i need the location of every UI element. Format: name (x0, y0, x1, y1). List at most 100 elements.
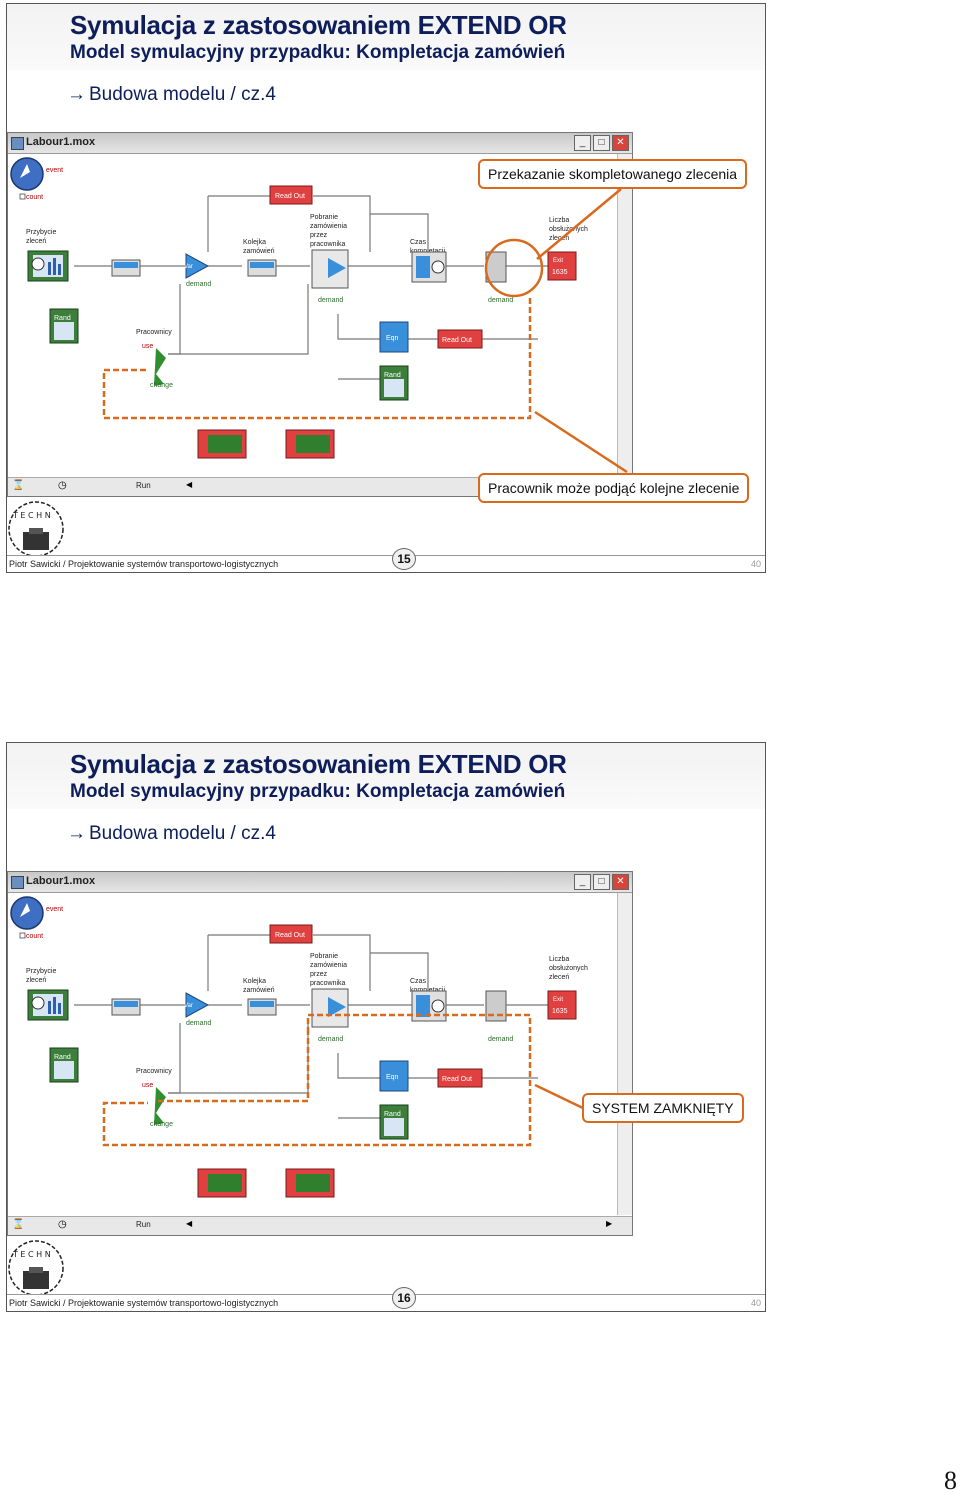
vertical-scrollbar[interactable] (617, 154, 632, 476)
svg-text:Read Out: Read Out (275, 193, 305, 200)
plotter-block-2[interactable] (285, 1168, 335, 1198)
slide-footer: Piotr Sawicki / Projektowanie systemów t… (7, 1294, 765, 1311)
svg-text:demand: demand (186, 1020, 211, 1027)
unbatch-block[interactable]: demand (485, 990, 513, 1043)
extend-window: Labour1.mox _ □ ✕ event count Przybycie … (7, 132, 633, 497)
rand-block-1[interactable]: Rand (49, 308, 79, 344)
slide-footer: Piotr Sawicki / Projektowanie systemów t… (7, 555, 765, 572)
bullet-item: →Budowa modelu / cz.4 (67, 84, 276, 106)
maximize-button[interactable]: □ (593, 135, 610, 151)
activity-block[interactable] (411, 251, 447, 283)
readout-block-1[interactable]: Read Out (269, 924, 313, 944)
callout-arrows (534, 188, 628, 474)
scroll-right-icon[interactable]: ▶ (606, 1219, 613, 1228)
window-title: Labour1.mox (26, 875, 96, 887)
close-button[interactable]: ✕ (612, 874, 629, 890)
window-statusbar: ⌛ ◷ Run ◀ ▶ (8, 1216, 632, 1235)
window-titlebar: Labour1.mox _ □ ✕ (8, 133, 632, 154)
svg-text:Eqn: Eqn (386, 335, 399, 342)
svg-text:zamówień: zamówień (243, 248, 275, 255)
plotter-block-1[interactable] (197, 429, 247, 459)
maximize-button[interactable]: □ (593, 874, 610, 890)
pobranie-label: Pobranie (310, 214, 338, 221)
technika-logo: T E C H N (8, 1240, 64, 1296)
minimize-button[interactable]: _ (574, 874, 591, 890)
var-block[interactable]: Var demand (184, 992, 211, 1027)
rand-block-1[interactable]: Rand (49, 1047, 79, 1083)
svg-text:zamówienia: zamówienia (310, 962, 347, 969)
generator-block[interactable] (27, 250, 69, 282)
svg-text:Rand: Rand (384, 372, 401, 379)
svg-text:Rand: Rand (54, 1054, 71, 1061)
footer-text: Piotr Sawicki / Projektowanie systemów t… (9, 1298, 279, 1308)
var-block[interactable]: Var demand (184, 253, 211, 288)
slide-number-badge: 16 (392, 1287, 416, 1309)
czas-label: Czas (410, 239, 426, 246)
svg-text:demand: demand (488, 297, 513, 304)
callout-arrows (534, 1083, 586, 1111)
slide-header (7, 4, 765, 70)
svg-text:zleceń: zleceń (549, 974, 569, 981)
document-icon (11, 876, 24, 889)
event-block[interactable]: event count (10, 157, 63, 201)
event-block[interactable]: event count (10, 896, 63, 940)
readout-block-2[interactable]: Read Out (437, 329, 483, 349)
hourglass-icon: ⌛ (12, 480, 25, 491)
svg-text:Eqn: Eqn (386, 1074, 399, 1081)
svg-text:demand: demand (186, 281, 211, 288)
svg-text:pracownika: pracownika (310, 980, 346, 987)
exit-block[interactable]: Exit 1635 (547, 990, 577, 1020)
svg-text:obsłużonych: obsłużonych (549, 226, 588, 233)
exit-block[interactable]: Exit 1635 (547, 251, 577, 281)
callout-system-zamkniety: SYSTEM ZAMKNIĘTY (582, 1093, 744, 1123)
close-button[interactable]: ✕ (612, 135, 629, 151)
eqn-block[interactable]: Eqn (379, 321, 409, 353)
queue-block-1[interactable] (111, 259, 141, 277)
scroll-left-icon[interactable]: ◀ (186, 1219, 193, 1228)
svg-text:demand: demand (488, 1036, 513, 1043)
readout-block-2[interactable]: Read Out (437, 1068, 483, 1088)
generator-block[interactable] (27, 989, 69, 1021)
svg-text:use: use (142, 1082, 153, 1089)
model-canvas: event count Przybycie zleceń Kolejka zam… (10, 896, 588, 1198)
rand-block-2[interactable]: Rand (379, 365, 409, 401)
labor-pool-block[interactable]: use change (142, 343, 173, 389)
labor-pool-block[interactable]: use change (142, 1082, 173, 1128)
plotter-block-1[interactable] (197, 1168, 247, 1198)
hourglass-icon: ⌛ (12, 1219, 25, 1230)
queue-block-1[interactable] (111, 998, 141, 1016)
queue-block-2[interactable] (247, 259, 277, 277)
svg-text:count: count (26, 933, 43, 940)
minimize-button[interactable]: _ (574, 135, 591, 151)
slide-title: Symulacja z zastosowaniem EXTEND OR (70, 749, 567, 779)
svg-text:1635: 1635 (552, 269, 568, 276)
przybycie-label: Przybycie (26, 229, 56, 236)
svg-text:use: use (142, 343, 153, 350)
svg-text:Rand: Rand (54, 315, 71, 322)
liczba-label: Liczba (549, 217, 569, 224)
svg-text:zleceń: zleceń (549, 235, 569, 242)
svg-text:Pobranie: Pobranie (310, 953, 338, 960)
run-label[interactable]: Run (136, 1220, 151, 1229)
svg-text:zamówień: zamówień (243, 987, 275, 994)
readout-block-1[interactable]: Read Out (269, 185, 313, 205)
svg-text:przez: przez (310, 232, 328, 239)
vertical-scrollbar[interactable] (617, 893, 632, 1215)
run-label[interactable]: Run (136, 481, 151, 490)
arrow-icon: → (67, 823, 86, 844)
svg-text:Czas: Czas (410, 978, 426, 985)
rand-block-2[interactable]: Rand (379, 1104, 409, 1140)
svg-text:1635: 1635 (552, 1008, 568, 1015)
batch-block[interactable]: demand (311, 249, 349, 304)
arrow-icon: → (67, 84, 86, 105)
event-label: event (46, 167, 63, 174)
slide-subtitle: Model symulacyjny przypadku: Kompletacja… (70, 42, 566, 63)
scroll-left-icon[interactable]: ◀ (186, 480, 193, 489)
svg-text:Rand: Rand (384, 1111, 401, 1118)
slide-16: Symulacja z zastosowaniem EXTEND OR Mode… (6, 742, 766, 1312)
batch-block[interactable]: demand (311, 988, 349, 1043)
document-icon (11, 137, 24, 150)
queue-block-2[interactable] (247, 998, 277, 1016)
plotter-block-2[interactable] (285, 429, 335, 459)
eqn-block[interactable]: Eqn (379, 1060, 409, 1092)
